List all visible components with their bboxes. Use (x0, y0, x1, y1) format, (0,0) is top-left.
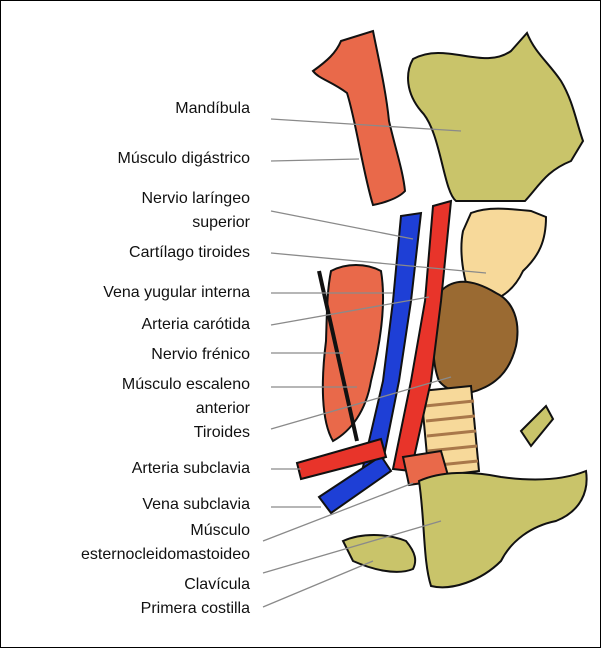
label-yugular: Vena yugular interna (103, 283, 250, 303)
label-costilla: Primera costilla (141, 599, 250, 619)
label-mandibula: Mandíbula (175, 99, 250, 119)
label-tiroides: Tiroides (194, 423, 250, 443)
label-escaleno-2: anterior (196, 399, 250, 419)
leader-digastrico (271, 159, 359, 161)
label-ecm-1: Músculo (190, 521, 250, 541)
label-laringeo-2: superior (192, 213, 250, 233)
label-laringeo-1: Nervio laríngeo (142, 189, 251, 209)
thyroid-gland-shape (433, 282, 517, 393)
digastric-muscle-shape (313, 31, 405, 205)
label-frenico: Nervio frénico (151, 345, 250, 365)
label-carotida: Arteria carótida (142, 315, 251, 335)
leader-laringeo (271, 211, 413, 239)
rib-end-shape (521, 406, 553, 446)
label-ecm-2: esternocleidomastoideo (81, 545, 250, 565)
label-art-subclavia: Arteria subclavia (132, 459, 250, 479)
label-clavicula: Clavícula (184, 575, 250, 595)
label-vena-subclavia: Vena subclavia (142, 495, 250, 515)
label-escaleno-1: Músculo escaleno (122, 375, 250, 395)
label-digastrico: Músculo digástrico (118, 149, 251, 169)
first-rib-shape (343, 535, 415, 572)
clavicle-shape (419, 471, 587, 587)
label-cartilago: Cartílago tiroides (129, 243, 250, 263)
mandible-shape (408, 33, 583, 201)
